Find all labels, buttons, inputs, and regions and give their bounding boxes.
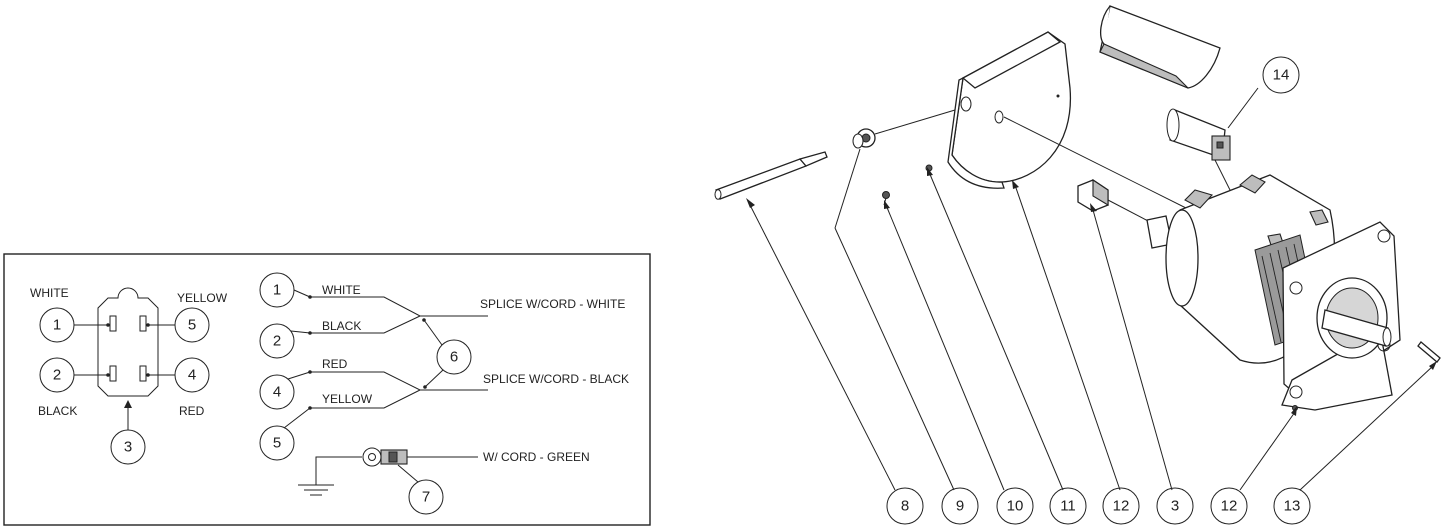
splice-callout-7: 7 [422,489,430,506]
part-end-cover-11 [947,31,1191,211]
wire-label-yellow: YELLOW [322,392,373,406]
wiring-diagram-border [3,253,651,526]
receptacle-pin-4 [139,365,147,382]
receptacle-callout-3: 3 [124,439,132,456]
splice-callout-1: 1 [273,282,281,299]
exploded-view: 14 8 9 10 11 12 3 12 13 [714,5,1441,525]
wire-label-black: BLACK [322,319,361,333]
note-splice-black: SPLICE W/CORD - BLACK [483,372,629,386]
splice-callout-6: 6 [450,349,458,366]
receptacle-outline [97,287,159,397]
receptacle-callout-2: 2 [53,367,61,384]
part-grommet-9 [852,109,956,149]
callout-3: 3 [1171,498,1179,515]
receptacle-label-red: RED [179,404,205,418]
splice-callout-2: 2 [273,333,281,350]
receptacle-pin-5 [139,315,147,332]
callout-12-connector: 12 [1113,498,1130,515]
part-capacitor-14 [1166,87,1259,211]
callout-11: 11 [1060,498,1076,515]
part-rod-8 [714,151,828,200]
splice-callout-5: 5 [273,435,281,452]
callout-12-motor: 12 [1221,498,1238,515]
callout-8: 8 [901,498,909,515]
callout-leaders [746,148,1437,491]
callout-10: 10 [1007,498,1024,515]
receptacle-label-black: BLACK [38,404,77,418]
part-capacitor-cover [1099,5,1221,89]
wiring-diagram-panel: WHITE YELLOW BLACK RED 1 5 2 4 3 1 2 4 5… [3,253,651,526]
wire-label-red: RED [322,357,348,371]
splice-callout-4: 4 [273,384,281,401]
ring-terminal [362,447,382,467]
note-cord-green: W/ CORD - GREEN [483,450,590,464]
note-splice-white: SPLICE W/CORD - WHITE [480,297,625,311]
callout-14: 14 [1273,67,1290,84]
receptacle-pin-1 [109,315,117,332]
receptacle-label-white: WHITE [30,286,69,300]
receptacle-pin-2 [109,365,117,382]
part-connector-12 [1077,178,1173,249]
wire-label-white: WHITE [322,283,361,297]
callout-9: 9 [956,498,964,515]
receptacle-callout-4: 4 [188,367,196,384]
receptacle-callout-5: 5 [188,317,196,334]
receptacle-callout-1: 1 [53,317,61,334]
part-motor-body [1165,174,1441,411]
callout-13: 13 [1284,498,1301,515]
receptacle-label-yellow: YELLOW [177,291,228,305]
